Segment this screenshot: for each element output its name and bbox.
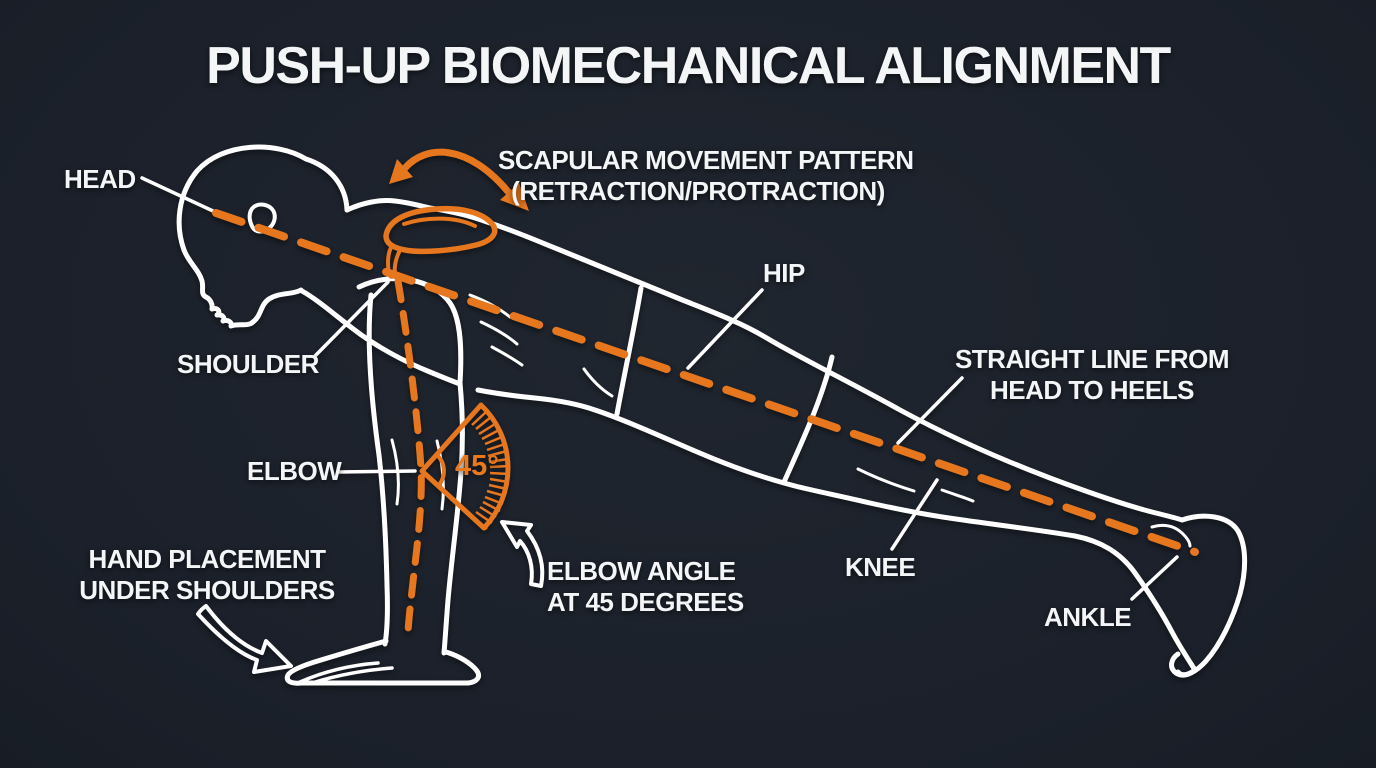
elbow-angle-arrow [500, 520, 545, 588]
neck-chest-outline [299, 288, 463, 387]
annotation-hand-placement-line2: UNDER SHOULDERS [79, 575, 335, 605]
joint-label-head: HEAD [64, 164, 136, 194]
joint-label-hip: HIP [763, 258, 805, 288]
hand-placement-arrow [196, 604, 293, 674]
joint-label-knee: KNEE [845, 552, 916, 582]
alignment-overlays [212, 148, 1199, 640]
shoulder-to-hand-dashed-line [394, 277, 425, 640]
arrowhead-right [500, 183, 529, 211]
joint-label-shoulder: SHOULDER [177, 349, 319, 379]
head-to-heels-dashed-line [212, 209, 1199, 556]
annotation-straight-line2: HEAD TO HEELS [990, 375, 1194, 405]
label-leader-lines [140, 176, 1179, 601]
front-and-leg-underside-outline [475, 387, 1198, 678]
knee-leader-line [890, 478, 939, 551]
annotation-scapular-line1: SCAPULAR MOVEMENT PATTERN [498, 145, 914, 175]
protractor-ticks [467, 405, 510, 530]
hand-outline [284, 638, 482, 686]
arm-outer-outline [366, 292, 390, 647]
page-title: PUSH-UP BIOMECHANICAL ALIGNMENT [206, 37, 1171, 95]
head-leader-line [140, 176, 215, 213]
elbow-leader-line [336, 469, 417, 474]
head-outline [176, 144, 350, 329]
annotation-hand-placement: HAND PLACEMENT UNDER SHOULDERS [57, 544, 357, 606]
annotation-straight-line1: STRAIGHT LINE FROM [954, 344, 1230, 374]
annotation-scapular-line2: (RETRACTION/PROTRACTION) [511, 176, 885, 206]
elbow-protractor [419, 402, 511, 531]
annotation-elbow-angle-line1: ELBOW ANGLE [547, 556, 736, 586]
annotation-straight-line: STRAIGHT LINE FROM HEAD TO HEELS [942, 344, 1242, 406]
hip-leader-line [686, 288, 764, 370]
annotation-scapular-movement: SCAPULAR MOVEMENT PATTERN (RETRACTION/PR… [498, 145, 914, 207]
callout-arrows [196, 520, 545, 674]
ankle-leader-line [1130, 555, 1179, 601]
finger-lines [298, 661, 394, 685]
waist-cross-line [614, 285, 644, 417]
joint-label-elbow: ELBOW [247, 456, 342, 486]
scapular-movement-arrow [389, 148, 529, 211]
shoulder-leader-line [313, 280, 390, 358]
arrowhead-left [389, 159, 413, 184]
annotation-elbow-angle: ELBOW ANGLE AT 45 DEGREES [547, 556, 744, 618]
annotation-elbow-angle-line2: AT 45 DEGREES [547, 587, 744, 617]
angle-value-label: 45° [455, 450, 499, 482]
annotation-hand-placement-line1: HAND PLACEMENT [88, 544, 326, 574]
straight-line-leader-line [896, 376, 964, 445]
joint-label-ankle: ANKLE [1044, 602, 1132, 632]
